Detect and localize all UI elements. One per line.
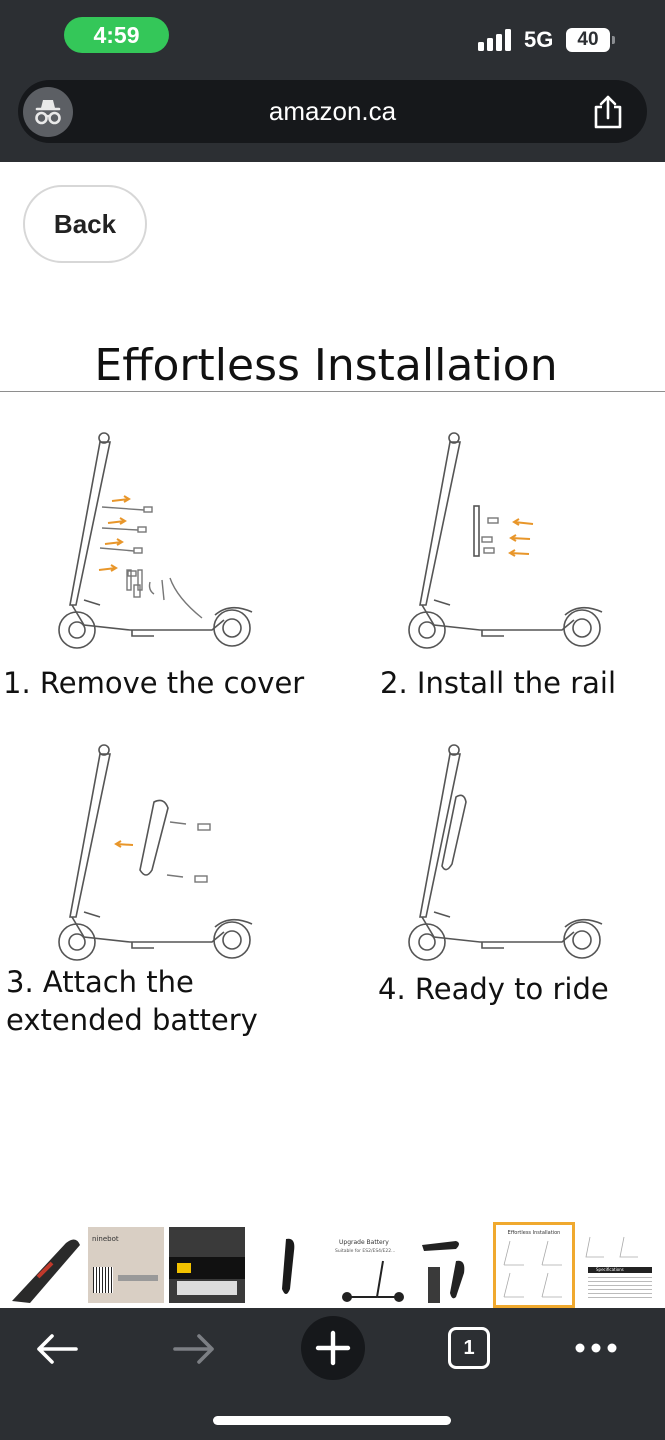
tabs-icon[interactable]: 1 — [448, 1327, 490, 1369]
specifications-thumbnail[interactable]: Specifications — [580, 1227, 656, 1303]
browser-top-bar: 4:59 5G 40 amazon.ca — [0, 0, 665, 162]
new-tab-plus-icon[interactable] — [301, 1316, 365, 1380]
forward-arrow-icon[interactable] — [171, 1331, 217, 1367]
heading-divider — [0, 391, 665, 392]
step-2-illustration — [408, 432, 603, 649]
step-3-caption: 3. Attach the extended battery — [6, 965, 258, 1037]
box-label-thumbnail[interactable]: ninebot — [88, 1227, 164, 1303]
back-button[interactable]: Back — [23, 185, 147, 263]
step-1-caption: 1. Remove the cover — [3, 666, 305, 700]
incognito-icon[interactable] — [23, 87, 73, 137]
battery-side-thumbnail[interactable] — [250, 1227, 326, 1303]
step-4-illustration — [408, 744, 603, 961]
step-3-illustration — [58, 744, 253, 961]
effortless-installation-thumbnail[interactable]: Effortless Installation — [493, 1222, 575, 1308]
more-icon[interactable] — [574, 1340, 618, 1356]
address-bar[interactable]: amazon.ca — [18, 80, 647, 143]
image-thumbnail-strip[interactable]: ninebot Upgrade Battery Suitable for ES2… — [0, 1222, 665, 1308]
step-2-caption: 2. Install the rail — [380, 666, 617, 700]
back-arrow-icon[interactable] — [34, 1331, 80, 1367]
step-4-caption: 4. Ready to ride — [378, 972, 609, 1006]
home-indicator — [213, 1416, 451, 1425]
mounted-battery-thumbnail[interactable] — [412, 1227, 488, 1303]
url-text[interactable]: amazon.ca — [268, 96, 397, 126]
share-icon[interactable] — [591, 94, 625, 130]
battery-on-scooter-thumbnail[interactable] — [8, 1227, 84, 1303]
step-1-illustration — [58, 432, 253, 649]
signal-strength-icon — [478, 29, 514, 51]
network-type: 5G — [524, 27, 554, 52]
battery-icon: 40 — [566, 28, 615, 52]
battery-label-thumbnail[interactable] — [169, 1227, 245, 1303]
page-heading: Effortless Installation — [94, 340, 558, 391]
status-time: 4:59 — [64, 17, 169, 53]
upgrade-battery-thumbnail[interactable]: Upgrade Battery Suitable for ES2/ES4/E22… — [331, 1227, 407, 1303]
